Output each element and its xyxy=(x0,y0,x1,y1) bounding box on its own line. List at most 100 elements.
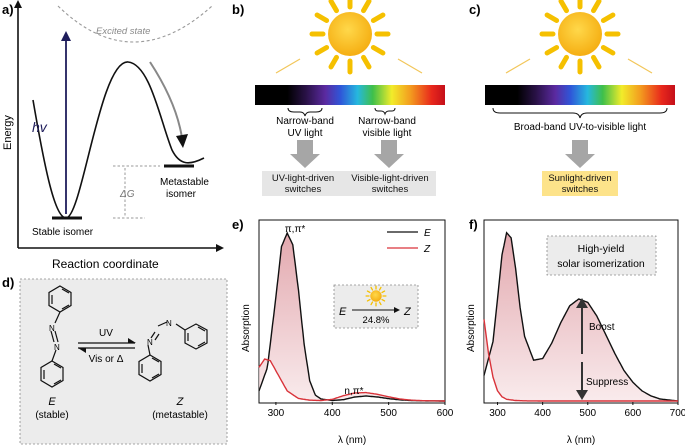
uv-brace xyxy=(287,107,323,117)
x-tick-label: 400 xyxy=(324,408,341,419)
forward-arrowhead xyxy=(128,338,136,343)
uv-label-1: Narrow-band xyxy=(276,116,334,127)
sun-ray xyxy=(370,45,386,56)
vis-label-2: visible light xyxy=(363,128,412,139)
panel-a-xlabel: Reaction coordinate xyxy=(52,257,159,271)
x-tick-label: 600 xyxy=(437,408,454,419)
e-isomer-sub: (stable) xyxy=(35,410,68,421)
sun-disc xyxy=(370,290,382,302)
sun-ray xyxy=(544,12,560,23)
legend-z-label: Z xyxy=(423,244,431,255)
solar-box-line2: solar isomerization xyxy=(557,258,645,270)
excited-state-label: Excited state xyxy=(96,26,150,37)
x-tick-label: 300 xyxy=(268,408,285,419)
z-isomer-sub: (metastable) xyxy=(152,410,208,421)
plot-e-xlabel: λ (nm) xyxy=(338,435,366,446)
dg-label: ΔG xyxy=(119,189,135,200)
atom-n: N xyxy=(166,319,172,328)
plot-f-ylabel: Absorption xyxy=(466,304,477,352)
sun-ray xyxy=(591,0,602,14)
solar-box xyxy=(546,235,657,276)
panel-a: a) Energy Reaction coordinate Excited st… xyxy=(2,0,224,271)
sun-ray xyxy=(378,286,382,291)
sun-ray xyxy=(558,0,569,14)
sun-ray xyxy=(600,45,616,56)
series-z-line xyxy=(483,319,678,402)
spectrum-bar-b xyxy=(255,85,445,105)
sunlight-switches-line2: switches xyxy=(561,183,599,195)
plot-e-ylabel: Absorption xyxy=(241,304,252,352)
z-isomer-label: Z xyxy=(176,396,185,408)
x-tick-label: 400 xyxy=(534,408,551,419)
relaxation-arrow xyxy=(149,61,183,139)
uv-arrow-label: UV xyxy=(99,328,113,339)
light-ray-right xyxy=(397,58,423,74)
sun-ray xyxy=(370,12,386,23)
panel-b-letter: b) xyxy=(232,2,244,17)
atom-n: N xyxy=(147,338,153,347)
series-z-line xyxy=(258,358,445,402)
conversion-z: Z xyxy=(403,306,412,318)
np-label: n,π* xyxy=(344,386,363,397)
vis-brace xyxy=(374,107,396,116)
metastable-label-2: isomer xyxy=(166,189,197,200)
conversion-percent: 24.8% xyxy=(363,315,390,326)
sun-ray xyxy=(558,54,569,70)
sun-ray xyxy=(600,12,616,23)
x-tick-label: 700 xyxy=(670,408,685,419)
sun-icon xyxy=(539,0,621,75)
excited-state-curve xyxy=(57,5,213,43)
down-arrow-sun xyxy=(565,140,595,168)
vis-switches-line1: Visible-light-driven xyxy=(351,172,429,184)
down-arrow-vis xyxy=(374,140,404,168)
absorption-fill xyxy=(259,233,445,401)
boost-arrowhead xyxy=(576,298,588,308)
conversion-arrowhead xyxy=(394,307,400,313)
pp-label: π,π* xyxy=(285,224,306,235)
down-arrow-uv xyxy=(290,140,320,168)
legend-e-label: E xyxy=(424,228,431,239)
metastable-label-1: Metastable xyxy=(160,177,209,188)
suppress-label: Suppress xyxy=(586,377,628,388)
sun-ray xyxy=(328,0,339,14)
sun-ray xyxy=(381,298,386,302)
x-tick-label: 500 xyxy=(579,408,596,419)
light-ray-left xyxy=(505,58,531,74)
plot-e-frame xyxy=(258,219,446,404)
broad-brace xyxy=(492,107,668,119)
sun-icon xyxy=(309,0,391,75)
panel-c-letter: c) xyxy=(469,2,481,17)
plot-f-xlabel: λ (nm) xyxy=(567,435,595,446)
light-ray-right xyxy=(627,58,653,74)
energy-curve xyxy=(32,61,205,219)
boost-label: Boost xyxy=(589,322,615,333)
sun-icon xyxy=(365,285,387,307)
uv-switches-line2: switches xyxy=(284,183,322,195)
sun-ray xyxy=(366,298,371,302)
x-tick-label: 500 xyxy=(380,408,397,419)
hv-label: hv xyxy=(32,119,48,135)
panel-d: d) N N E (stable) UV Vis or Δ xyxy=(2,275,228,445)
vis-arrow-label: Vis or Δ xyxy=(89,354,124,365)
light-ray-left xyxy=(275,58,301,74)
sun-ray xyxy=(314,45,330,56)
sun-ray xyxy=(361,54,372,70)
sun-disc xyxy=(328,12,372,56)
sun-ray xyxy=(361,0,372,14)
panel-f-letter: f) xyxy=(469,217,478,232)
relaxation-arrowhead xyxy=(176,134,188,148)
plot-f-frame xyxy=(483,219,679,404)
z-isomer-structure xyxy=(138,321,208,382)
sunlight-switches-line1: Sunlight-driven xyxy=(548,172,612,184)
sun-ray xyxy=(370,301,374,306)
backward-arrowhead xyxy=(78,348,86,353)
x-tick-label: 300 xyxy=(489,408,506,419)
molecule-box xyxy=(19,278,228,445)
e-isomer-structure xyxy=(40,285,72,388)
